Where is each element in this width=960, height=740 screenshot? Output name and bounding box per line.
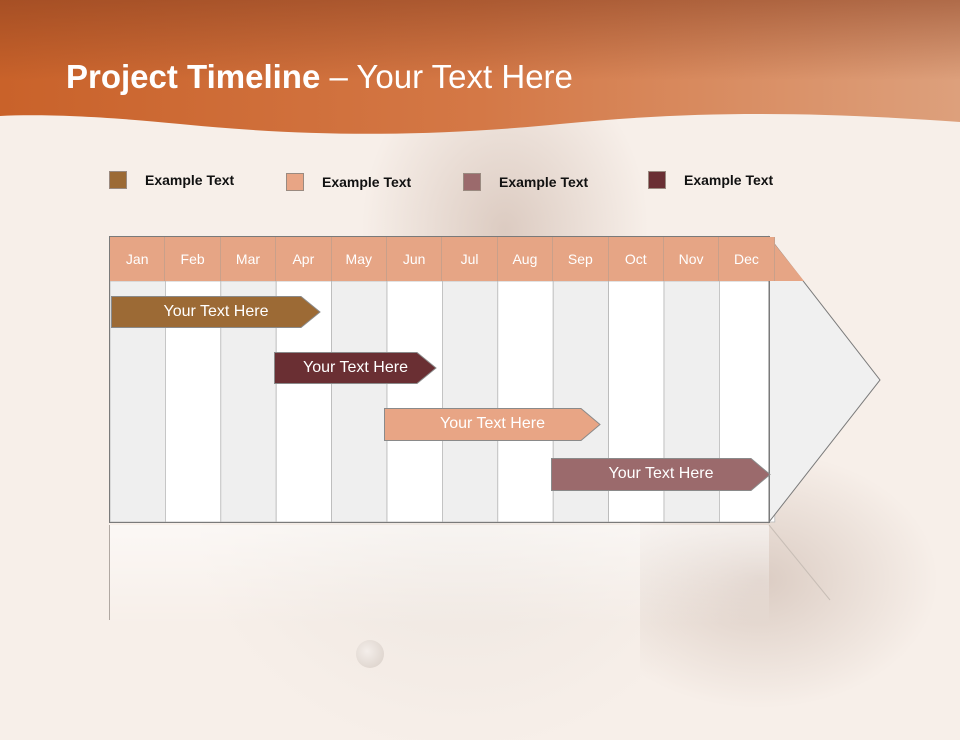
month-feb: Feb [165, 237, 221, 281]
legend-swatch [648, 171, 666, 189]
month-may: May [331, 237, 387, 281]
month-aug: Aug [497, 237, 554, 281]
month-column [386, 280, 443, 523]
task-bar-2[interactable]: Your Text Here [274, 352, 437, 384]
legend-item-1: Example Text [109, 170, 234, 190]
legend-item-4: Example Text [648, 170, 773, 190]
title-rest: – Your Text Here [320, 58, 573, 95]
legend-item-2: Example Text [286, 172, 411, 192]
reflection-edge [768, 524, 831, 601]
task-arrow-shape [274, 352, 437, 384]
task-label: Your Text Here [440, 415, 545, 432]
header-band: Project Timeline – Your Text Here [0, 0, 960, 140]
task-arrow-shape [551, 458, 771, 491]
legend-label: Example Text [499, 174, 589, 190]
legend-item-3: Example Text [463, 172, 588, 192]
month-column [441, 280, 499, 523]
month-column [497, 280, 554, 523]
month-oct: Oct [608, 237, 664, 281]
month-mar: Mar [220, 237, 277, 281]
month-apr: Apr [276, 237, 332, 281]
task-bar-4[interactable]: Your Text Here [551, 458, 771, 491]
task-label: Your Text Here [163, 303, 269, 320]
page-title: Project Timeline – Your Text Here [66, 58, 573, 96]
month-jan: Jan [110, 237, 166, 281]
legend-swatch [286, 173, 304, 191]
timeline-arrow [109, 235, 881, 625]
task-bar-3[interactable]: Your Text Here [384, 408, 601, 441]
month-dec: Dec [719, 237, 775, 281]
month-header: Jan Feb Mar Apr May Jun Jul Aug Sep Oct … [110, 237, 775, 281]
task-arrow-shape [111, 296, 321, 328]
arrow-head-band [769, 237, 804, 281]
legend-label: Example Text [684, 172, 774, 188]
photo-coat-button [356, 640, 384, 668]
timeline-frame [109, 236, 770, 523]
month-column [331, 280, 388, 523]
task-bar-1[interactable]: Your Text Here [111, 296, 321, 328]
legend-swatch [109, 171, 127, 189]
month-jun: Jun [386, 237, 443, 281]
legend-swatch [463, 173, 481, 191]
month-sep: Sep [553, 237, 609, 281]
task-label: Your Text Here [608, 465, 714, 482]
month-jul: Jul [442, 237, 498, 281]
month-nov: Nov [663, 237, 720, 281]
header-wave [0, 0, 960, 134]
task-label: Your Text Here [303, 359, 408, 376]
legend-label: Example Text [322, 174, 412, 190]
title-bold: Project Timeline [66, 58, 321, 95]
legend-label: Example Text [145, 172, 235, 188]
task-arrow-shape [384, 408, 601, 441]
timeline-reflection [109, 525, 769, 625]
